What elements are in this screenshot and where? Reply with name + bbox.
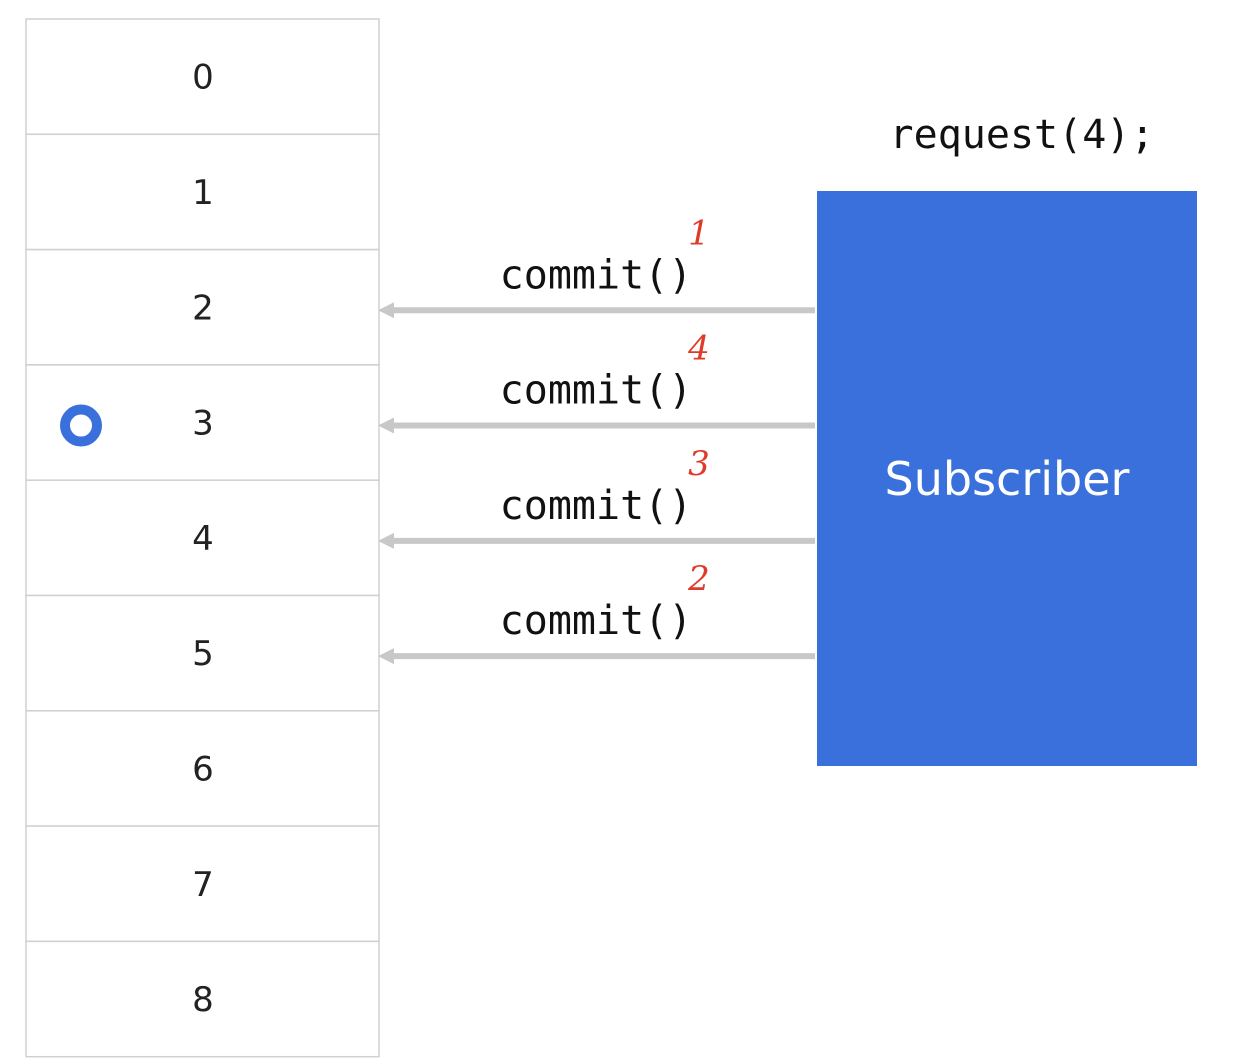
commit-call-label: commit() [500, 252, 693, 298]
queue-cell [25, 710, 380, 827]
commit-order-number: 4 [687, 329, 710, 369]
commit-call-label: commit() [500, 368, 693, 414]
commit-call-label: commit() [500, 483, 693, 529]
commit-arrowhead [378, 302, 394, 319]
queue-cell [25, 248, 380, 366]
queue-cell-label: 4 [192, 519, 214, 559]
subscriber-label: Subscriber [885, 452, 1130, 506]
subscriber-box [817, 191, 1197, 766]
commit-arrowhead [378, 532, 394, 549]
current-position-marker [60, 404, 102, 447]
queue-cell [25, 940, 380, 1058]
commit-order-number: 1 [688, 213, 710, 253]
queue-cell-label: 7 [192, 865, 214, 905]
queue-cell-label: 6 [192, 749, 214, 789]
queue-cell-label: 1 [192, 173, 214, 213]
queue-cell-label: 5 [192, 634, 214, 674]
queue-cell-label: 2 [192, 288, 214, 328]
queue-cell-label: 3 [192, 404, 214, 444]
queue-cell [25, 825, 380, 943]
request-call-label: request(4); [890, 112, 1155, 158]
queue-cell [25, 18, 380, 136]
queue-cell-label: 8 [192, 980, 214, 1020]
commit-order-number: 2 [687, 559, 710, 599]
queue-cell-label: 0 [192, 58, 214, 98]
commit-order-number: 3 [688, 444, 710, 484]
queue-cell [25, 133, 380, 251]
queue-column: 0 1 2 3 4 5 6 7 8 [25, 18, 380, 1058]
commit-arrowhead [378, 417, 394, 434]
commit-call-label: commit() [500, 598, 693, 644]
commit-arrowhead [378, 648, 394, 665]
queue-cell [25, 364, 380, 481]
queue-cell [25, 594, 380, 712]
